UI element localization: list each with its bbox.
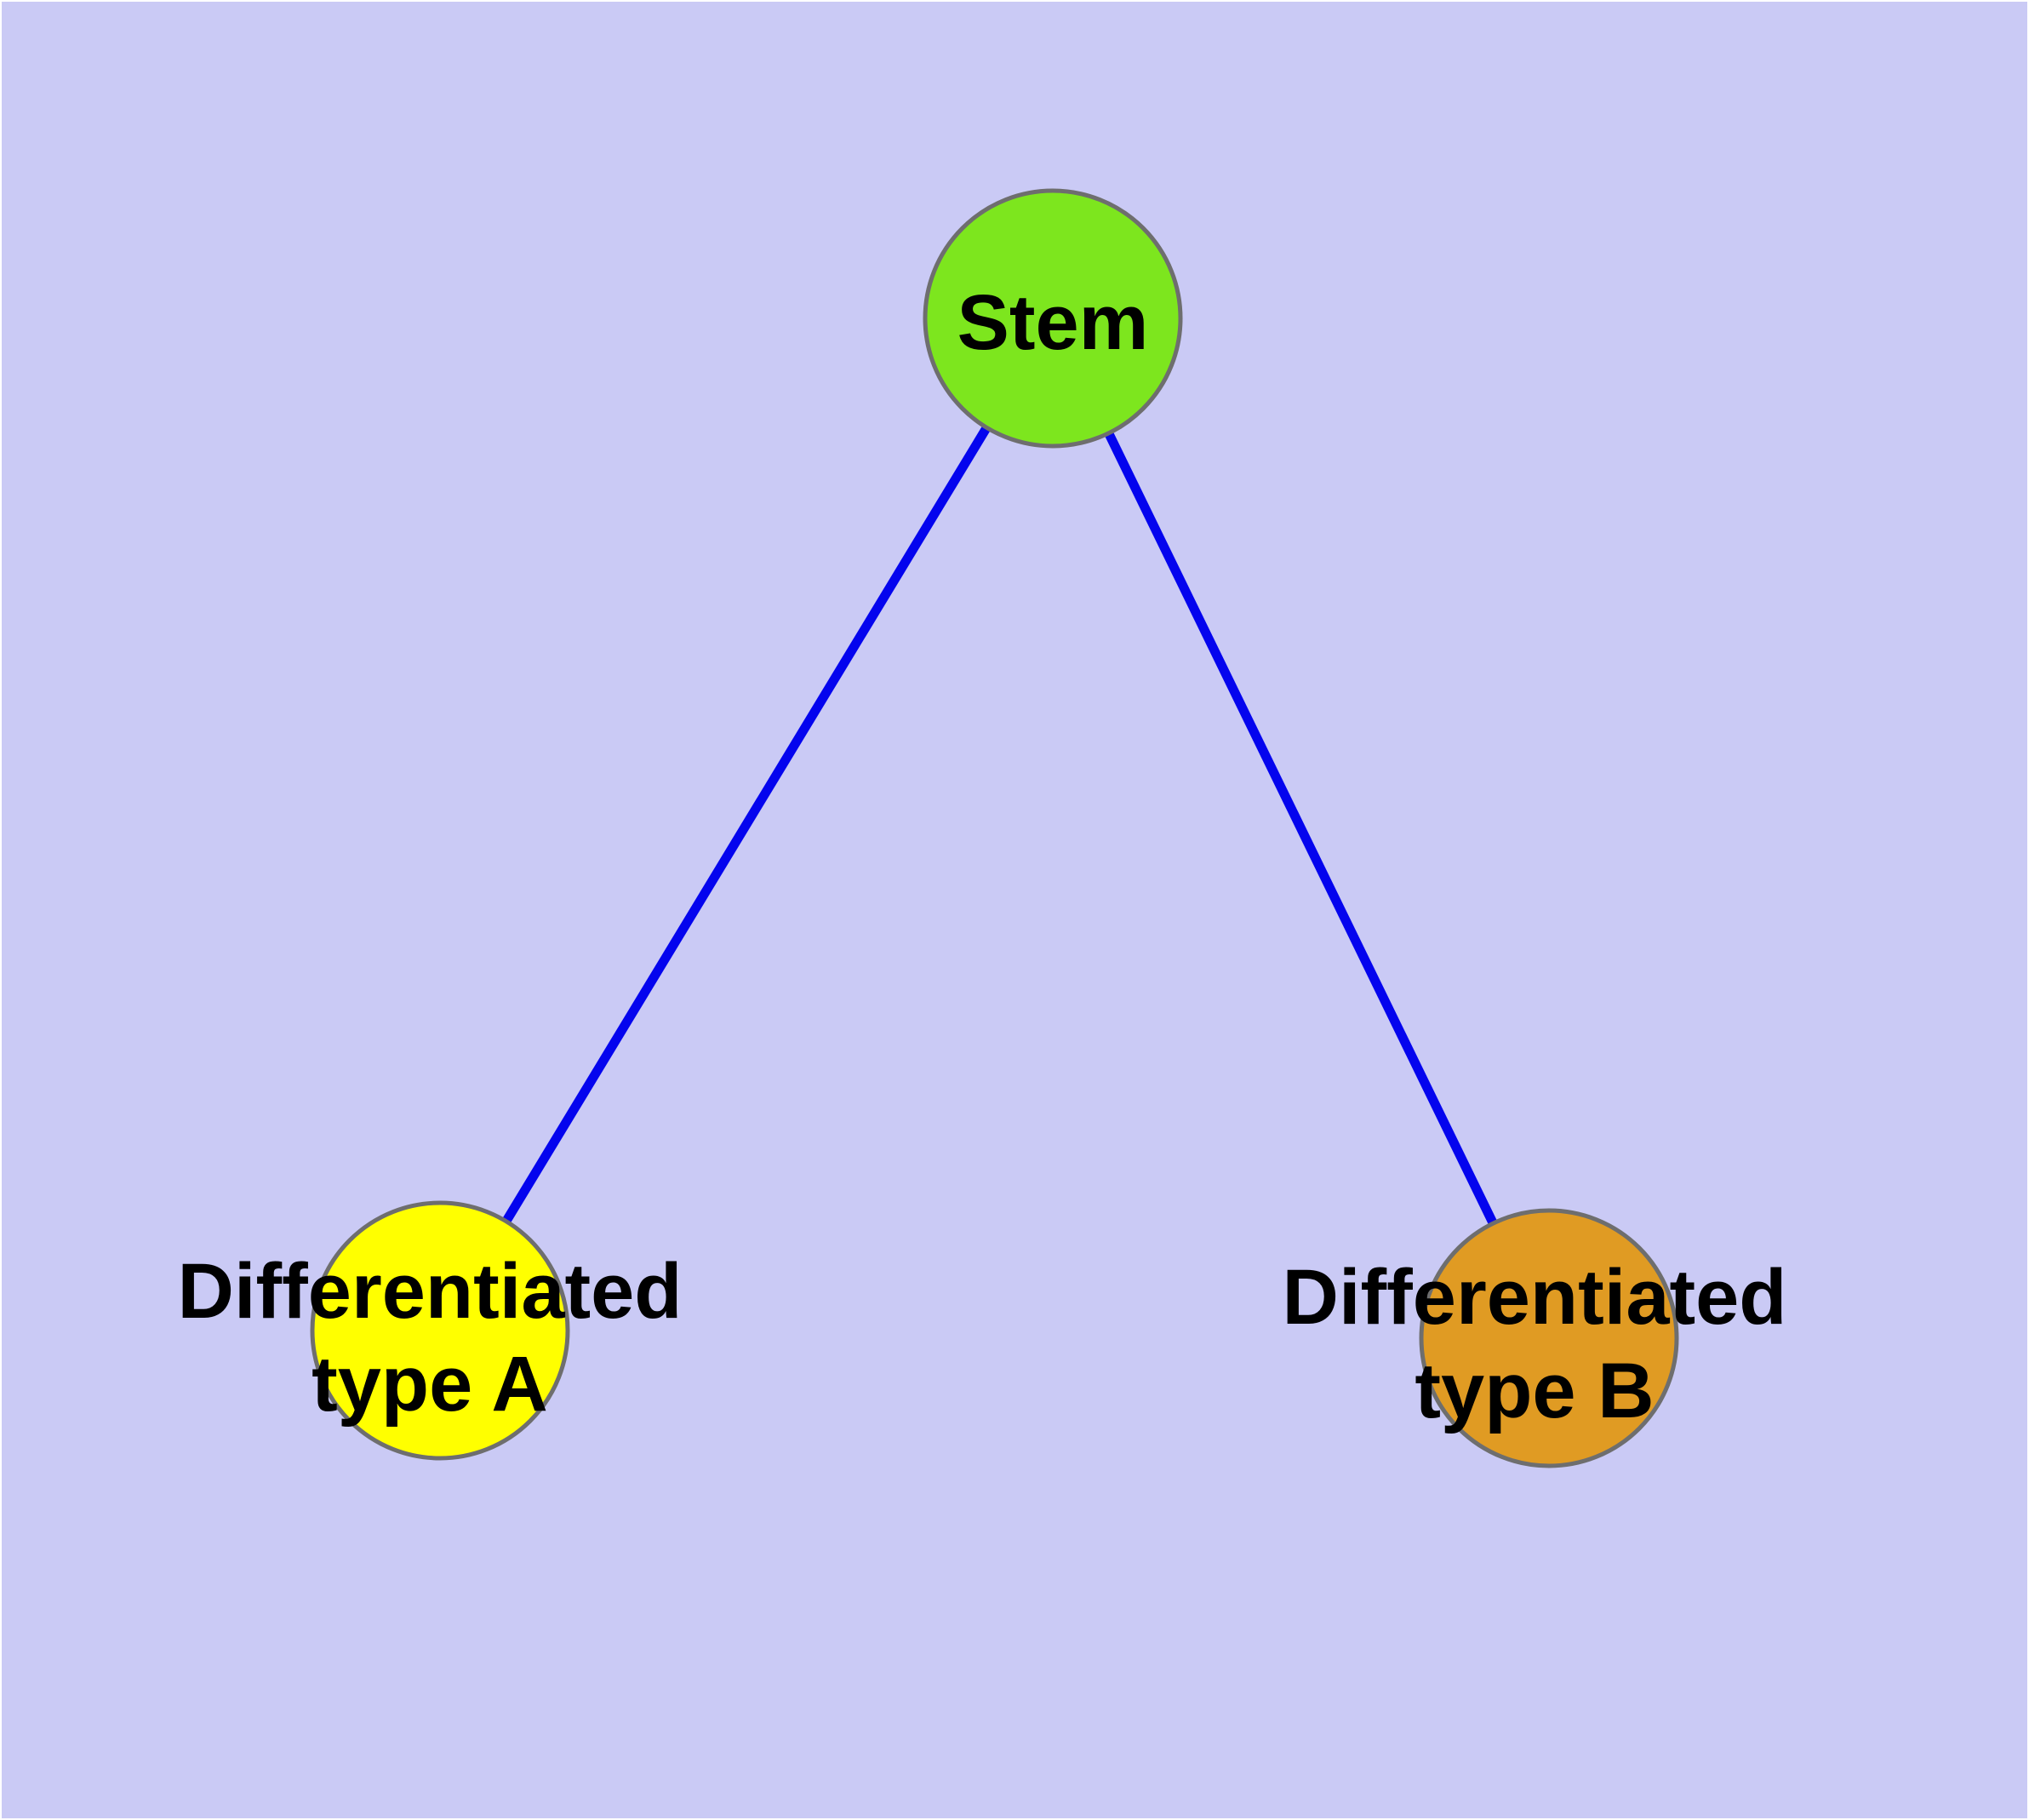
- node-type-a-label-line1: Differentiated: [178, 1248, 683, 1335]
- node-type-b-circle: [1419, 1208, 1679, 1468]
- node-stem-label: Stem: [957, 279, 1149, 366]
- edge-stem-to-type-a: [436, 316, 1057, 1333]
- node-type-b-label-line1: Differentiated: [1283, 1254, 1787, 1341]
- node-type-b-label-line2: type B: [1415, 1348, 1654, 1434]
- node-stem-circle: [923, 188, 1183, 449]
- node-type-a-circle: [310, 1200, 570, 1461]
- node-type-a-label-line2: type A: [311, 1341, 548, 1428]
- edge-stem-to-type-b: [1049, 316, 1553, 1341]
